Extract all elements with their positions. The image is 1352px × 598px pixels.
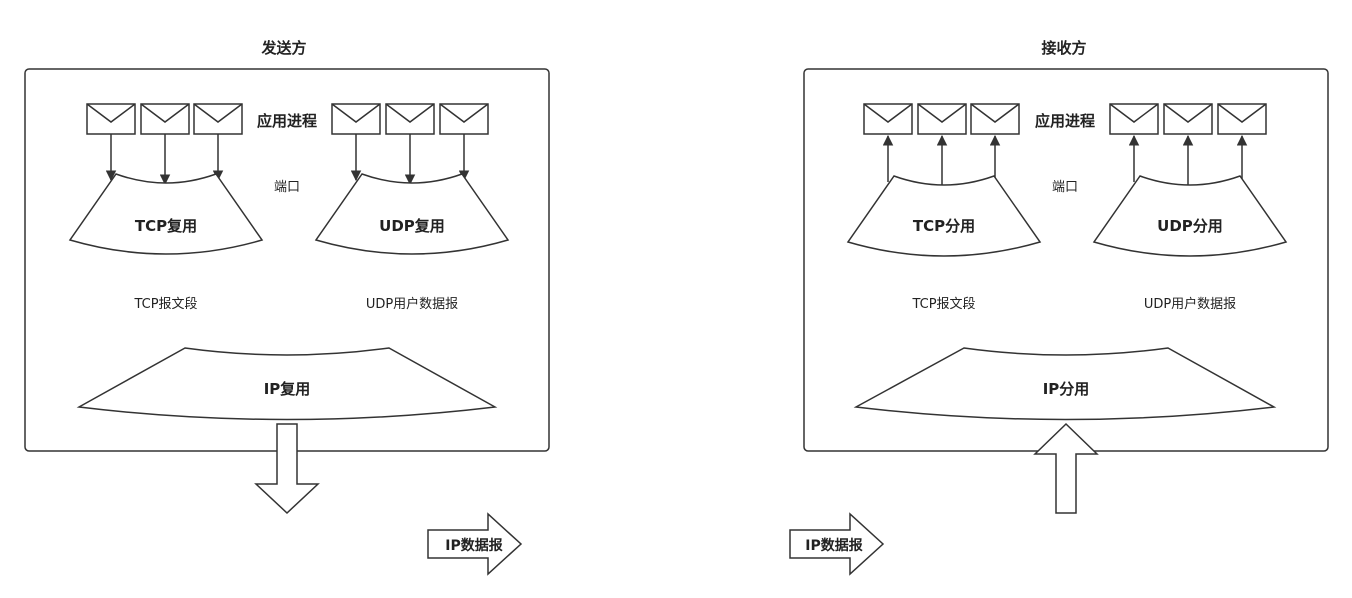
envelope-icon	[917, 103, 967, 135]
envelope-icon	[140, 103, 190, 135]
sender-ip-datagram-label: IP数据报	[445, 537, 502, 554]
receiver-ip-demux-label: IP分用	[1043, 380, 1090, 398]
receiver-title: 接收方	[1041, 39, 1086, 57]
receiver-tcp-segment-label: TCP报文段	[911, 297, 975, 312]
arrow-up-icon	[1033, 422, 1099, 514]
envelope-icon	[970, 103, 1020, 135]
sender-panel: 发送方 应用进程	[24, 39, 550, 576]
arrow-right-icon	[789, 512, 885, 576]
receiver-tcp-demux-shape	[846, 175, 1042, 257]
receiver-tcp-demux-label: TCP分用	[913, 217, 975, 235]
envelope-icon	[1163, 103, 1213, 135]
sender-tcp-mux-label: TCP复用	[135, 217, 197, 235]
receiver-udp-demux-label: UDP分用	[1157, 217, 1223, 235]
sender-title: 发送方	[260, 39, 306, 57]
receiver-ip-demux-shape	[853, 347, 1277, 421]
receiver-port-label: 端口	[1052, 180, 1078, 195]
sender-udp-datagram-label: UDP用户数据报	[366, 296, 458, 312]
receiver-udp-datagram-label: UDP用户数据报	[1144, 296, 1236, 312]
receiver-app-process-label: 应用进程	[1035, 112, 1095, 130]
envelope-icon	[193, 103, 243, 135]
sender-tcp-segment-label: TCP报文段	[133, 297, 197, 312]
sender-app-process-label: 应用进程	[257, 112, 317, 130]
sender-ip-mux-shape	[76, 347, 498, 421]
receiver-udp-demux-shape	[1092, 175, 1288, 257]
sender-tcp-mux-shape	[68, 173, 264, 255]
envelope-icon	[86, 103, 136, 135]
envelope-icon	[863, 103, 913, 135]
receiver-ip-datagram-label: IP数据报	[805, 537, 862, 554]
envelope-icon	[439, 103, 489, 135]
envelope-icon	[331, 103, 381, 135]
arrow-right-icon	[427, 512, 523, 576]
envelope-icon	[1109, 103, 1159, 135]
sender-ip-mux-label: IP复用	[264, 380, 311, 398]
envelope-icon	[1217, 103, 1267, 135]
arrow-down-icon	[254, 423, 320, 515]
sender-port-label: 端口	[274, 180, 300, 195]
envelope-icon	[385, 103, 435, 135]
sender-udp-mux-shape	[314, 173, 510, 255]
sender-udp-mux-label: UDP复用	[379, 217, 445, 235]
receiver-panel: 接收方 应用进程	[789, 39, 1329, 576]
